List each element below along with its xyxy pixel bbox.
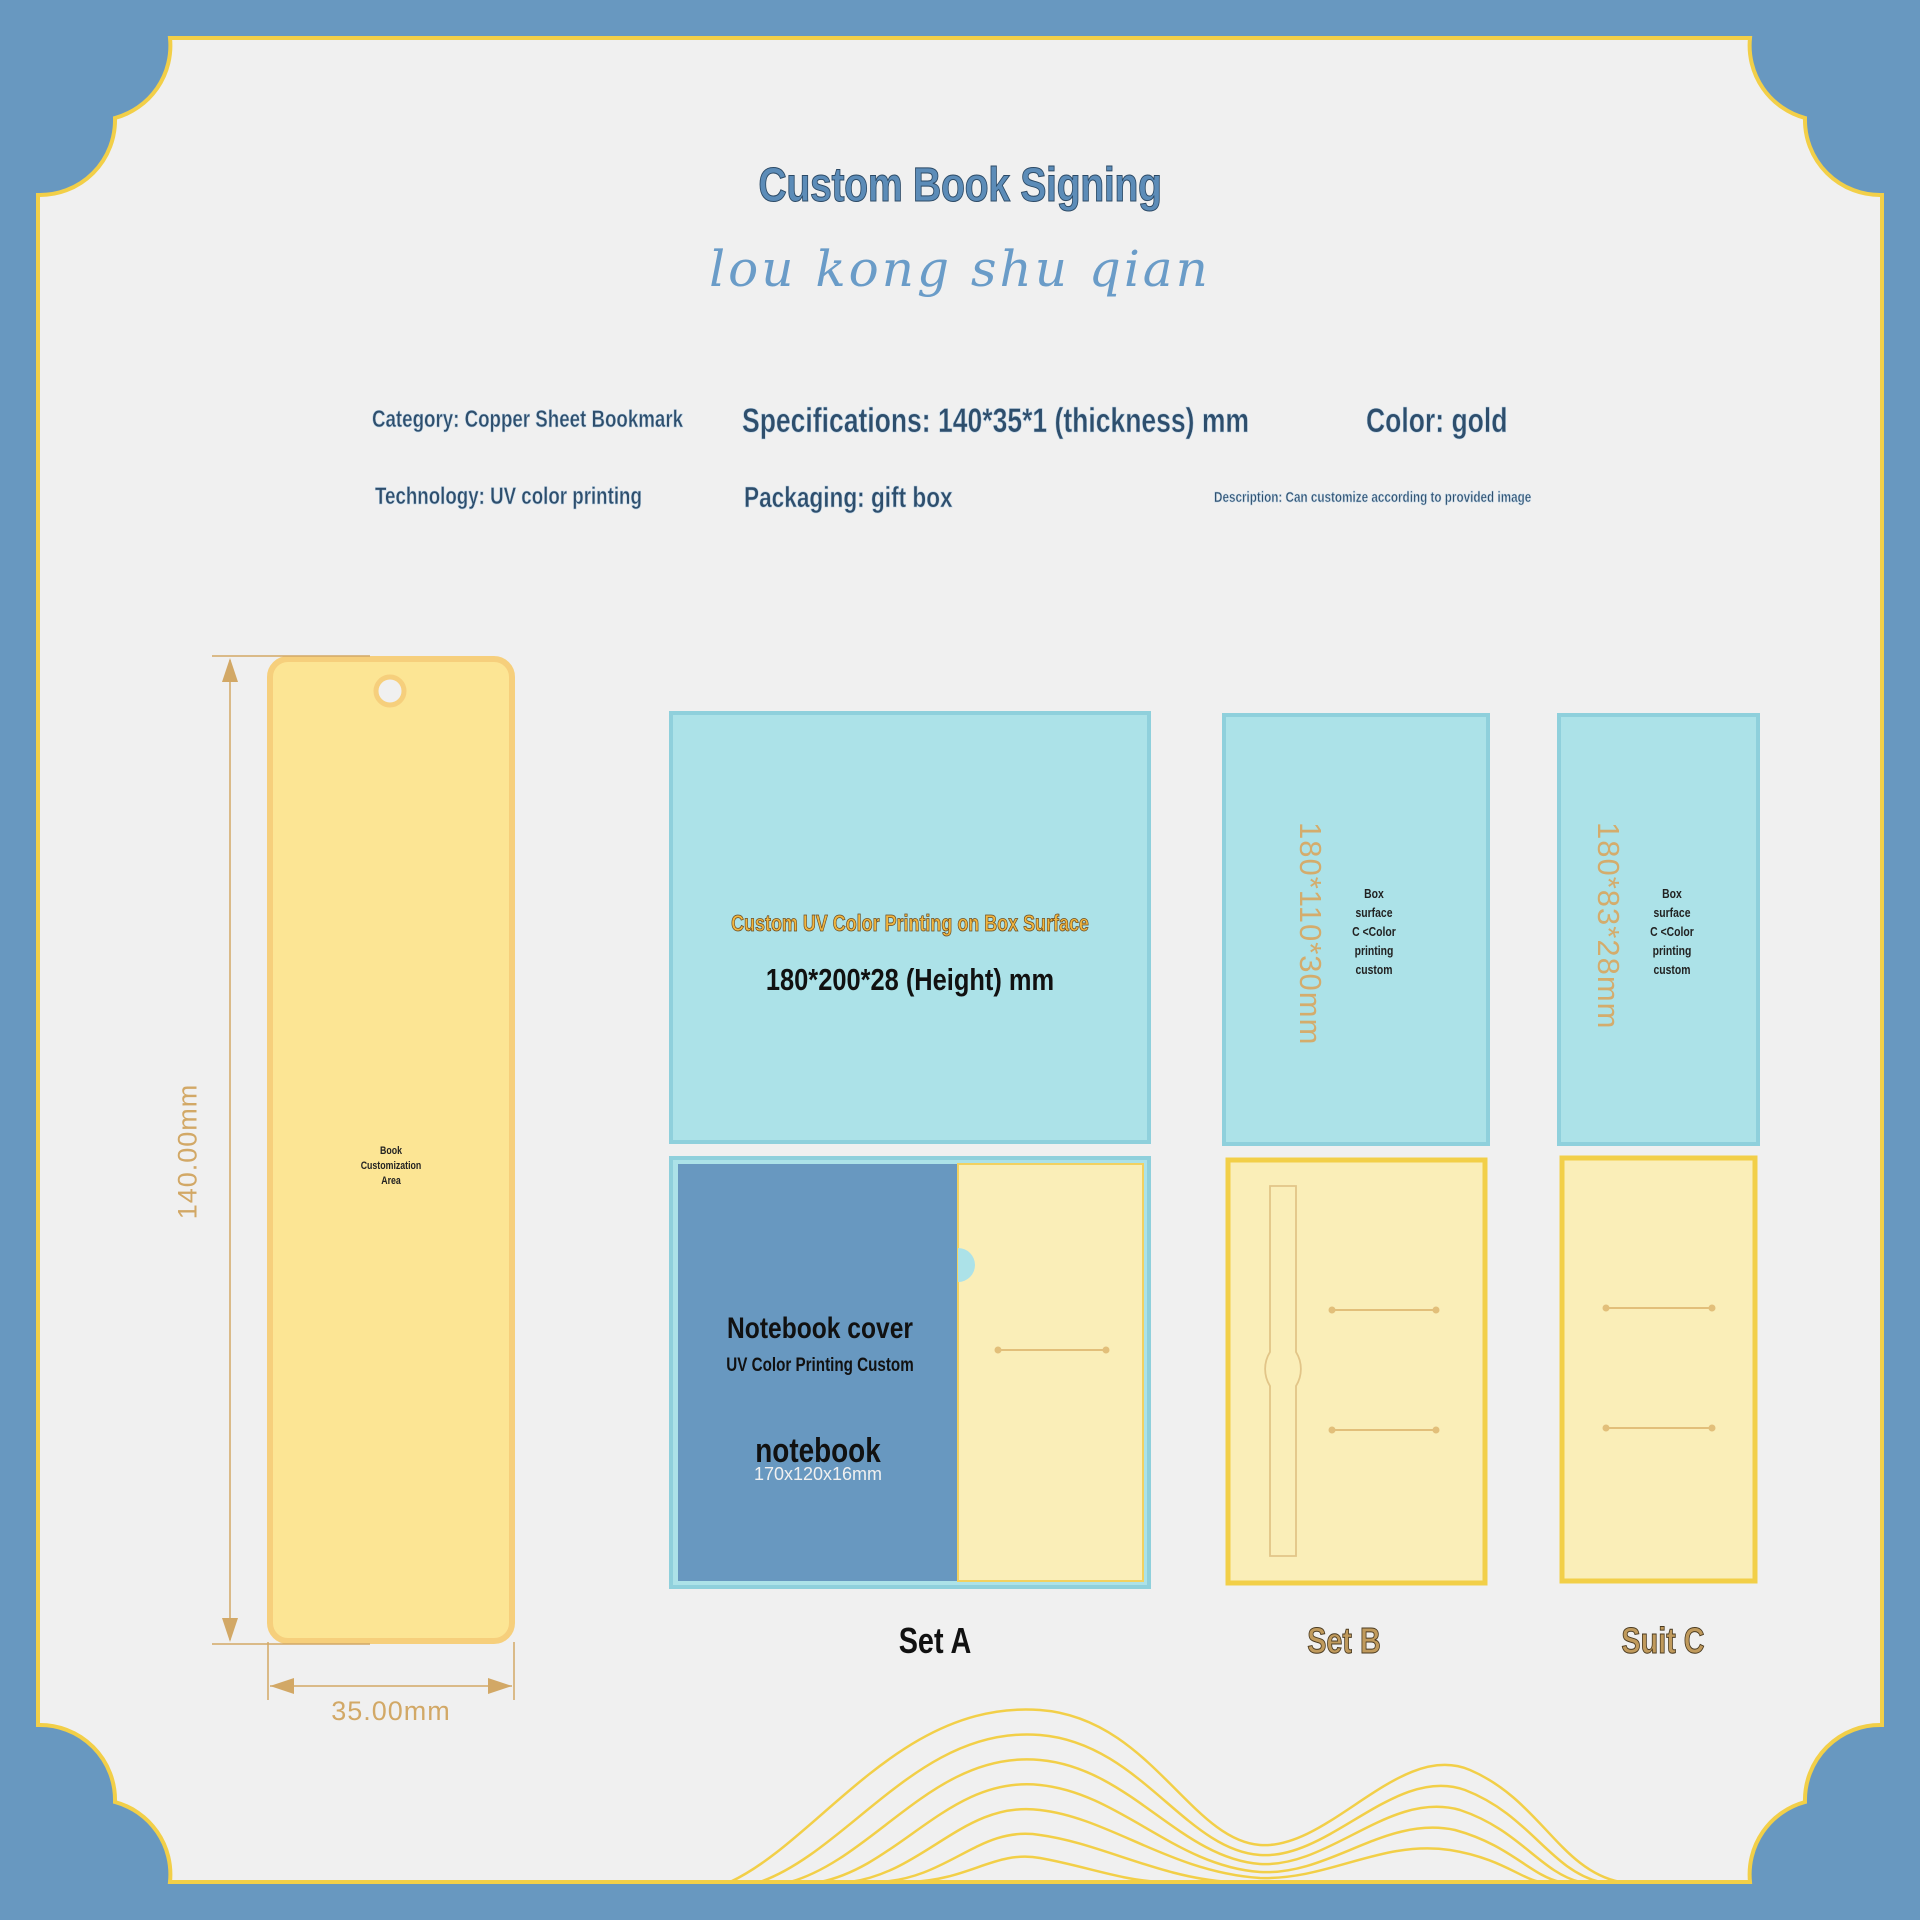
spec-packaging: Packaging: gift box	[744, 482, 953, 515]
width-arrow-right	[488, 1678, 512, 1694]
suit-c-box-text: Box surface C <Color printing custom	[1640, 884, 1704, 979]
bookmark-graphic	[212, 655, 515, 1700]
spec-category: Category: Copper Sheet Bookmark	[372, 406, 684, 434]
set-a-caption: Set A	[898, 1620, 972, 1661]
suit-c-size: 180*83*28mm	[1591, 822, 1626, 1030]
page-title: Custom Book Signing	[758, 159, 1163, 213]
box-text-line: surface	[1355, 905, 1393, 920]
height-arrow-bottom	[222, 1618, 238, 1642]
box-text-line: C <Color	[1352, 924, 1396, 939]
wave-decoration	[729, 1708, 1621, 1884]
area-label-line: Book	[380, 1145, 402, 1157]
set-b-pen-slot	[1264, 1185, 1302, 1557]
height-dimension	[212, 655, 370, 1645]
area-label-line: Customization	[360, 1160, 422, 1172]
set-b-box-text: Box surface C <Color printing custom	[1342, 884, 1406, 979]
spec-technology: Technology: UV color printing	[375, 483, 642, 511]
spec-color: Color: gold	[1366, 402, 1508, 441]
box-text-line: Box	[1662, 886, 1682, 901]
spec-specifications: Specifications: 140*35*1 (thickness) mm	[742, 402, 1250, 441]
bookmark-width-label: 35.00mm	[331, 1696, 451, 1726]
suit-c-box	[1557, 713, 1760, 1146]
height-arrow-top	[222, 658, 238, 682]
bookmark-hole	[373, 674, 407, 708]
bookmark-height-label: 140.00mm	[172, 1083, 203, 1220]
set-a-elastic	[994, 1346, 1110, 1354]
bookmark-body	[267, 656, 515, 1644]
box-text-line: Box	[1364, 886, 1384, 901]
spec-description: Description: Can customize according to …	[1214, 489, 1532, 507]
set-a-cover-title: Notebook cover	[727, 1312, 913, 1345]
suit-c-elastics	[1602, 1304, 1716, 1432]
set-a-notch	[958, 1248, 975, 1282]
set-a-box-title: Custom UV Color Printing on Box Surface	[731, 910, 1089, 937]
set-b-tray	[1225, 1157, 1488, 1586]
page-subtitle: lou kong shu qian	[709, 240, 1211, 298]
box-text-line: surface	[1653, 905, 1691, 920]
set-b-caption: Set B	[1307, 1620, 1381, 1662]
set-b-elastics	[1328, 1306, 1440, 1434]
suit-c-tray	[1559, 1155, 1758, 1584]
area-label-line: Area	[381, 1175, 401, 1187]
box-text-line: custom	[1355, 962, 1393, 977]
box-text-line: printing	[1354, 943, 1394, 958]
bookmark-area-label: Book Customization Area	[355, 1144, 427, 1189]
box-text-line: printing	[1652, 943, 1692, 958]
box-text-line: custom	[1653, 962, 1691, 977]
width-dimension	[267, 1642, 515, 1700]
suit-c-caption: Suit C	[1621, 1620, 1705, 1662]
width-arrow-left	[270, 1678, 294, 1694]
set-a-box-size: 180*200*28 (Height) mm	[765, 962, 1055, 997]
set-a-box	[669, 711, 1151, 1144]
set-b-box	[1222, 713, 1490, 1146]
set-a-notebook-label: notebook	[755, 1432, 881, 1470]
set-a-notebook-cover	[678, 1164, 958, 1581]
set-a-notebook-size: 170x120x16mm	[753, 1464, 883, 1484]
set-a-notebook-inside	[957, 1163, 1144, 1582]
box-text-line: C <Color	[1650, 924, 1694, 939]
set-b-size: 180*110*30mm	[1293, 822, 1328, 1046]
set-a-cover-sub: UV Color Printing Custom	[726, 1355, 914, 1376]
